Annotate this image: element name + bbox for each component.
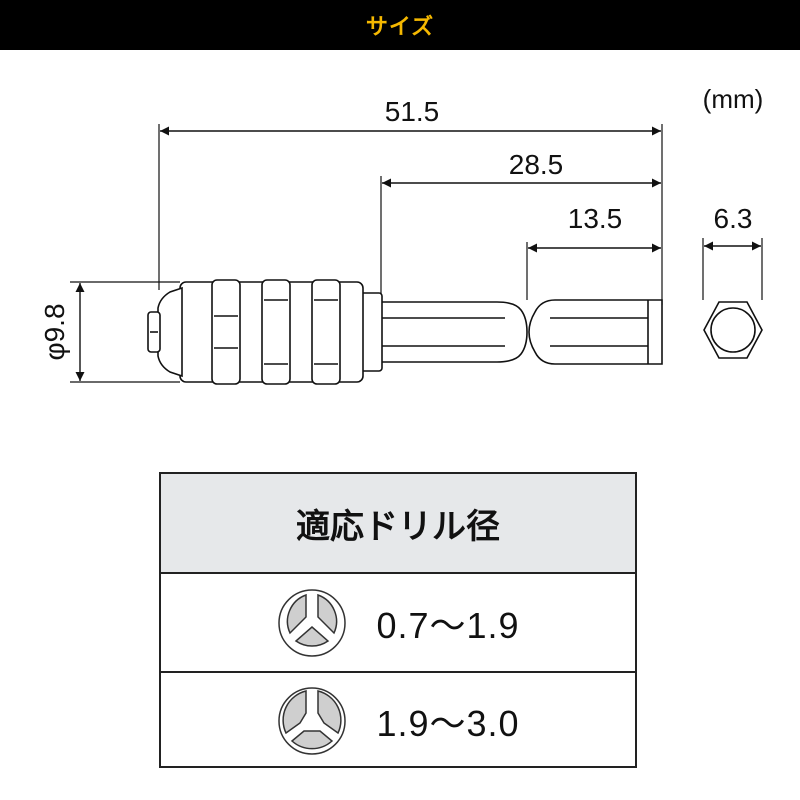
drill-size-table: 適応ドリル径 0.7〜1.9 1.9〜3.0 — [159, 472, 637, 768]
drill-range: 1.9〜3.0 — [376, 702, 520, 744]
section-title: サイズ — [365, 15, 435, 40]
knurl-band — [261, 279, 291, 385]
pin-vise-body — [147, 279, 663, 385]
collet-small-icon — [278, 588, 347, 657]
dim-label-diameter: φ9.8 — [39, 303, 70, 360]
dim-label-overall: 51.5 — [385, 96, 440, 127]
hex-tip — [528, 299, 663, 365]
extension-lines — [70, 124, 763, 383]
table-row: 1.9〜3.0 — [161, 671, 635, 768]
unit-label: (mm) — [703, 84, 764, 114]
knurl-band — [311, 279, 341, 385]
table-header-label: 適応ドリル径 — [296, 506, 500, 547]
dim-label-hex-width: 6.3 — [714, 203, 753, 234]
pin-vise-dimension-drawing: 51.5 28.5 13.5 6.3 (mm) φ9.8 — [39, 84, 764, 385]
dim-label-shank: 28.5 — [509, 149, 564, 180]
dim-label-hex-tip: 13.5 — [568, 203, 623, 234]
drill-range: 0.7〜1.9 — [376, 604, 520, 646]
header-bar: サイズ — [0, 0, 800, 50]
hex-shank — [377, 301, 528, 363]
chuck-nose — [157, 286, 183, 378]
knurl-band — [211, 279, 241, 385]
collet-large-icon — [278, 686, 347, 755]
table-header: 適応ドリル径 — [161, 474, 635, 574]
table-row: 0.7〜1.9 — [161, 574, 635, 671]
hex-end-view — [703, 301, 763, 359]
